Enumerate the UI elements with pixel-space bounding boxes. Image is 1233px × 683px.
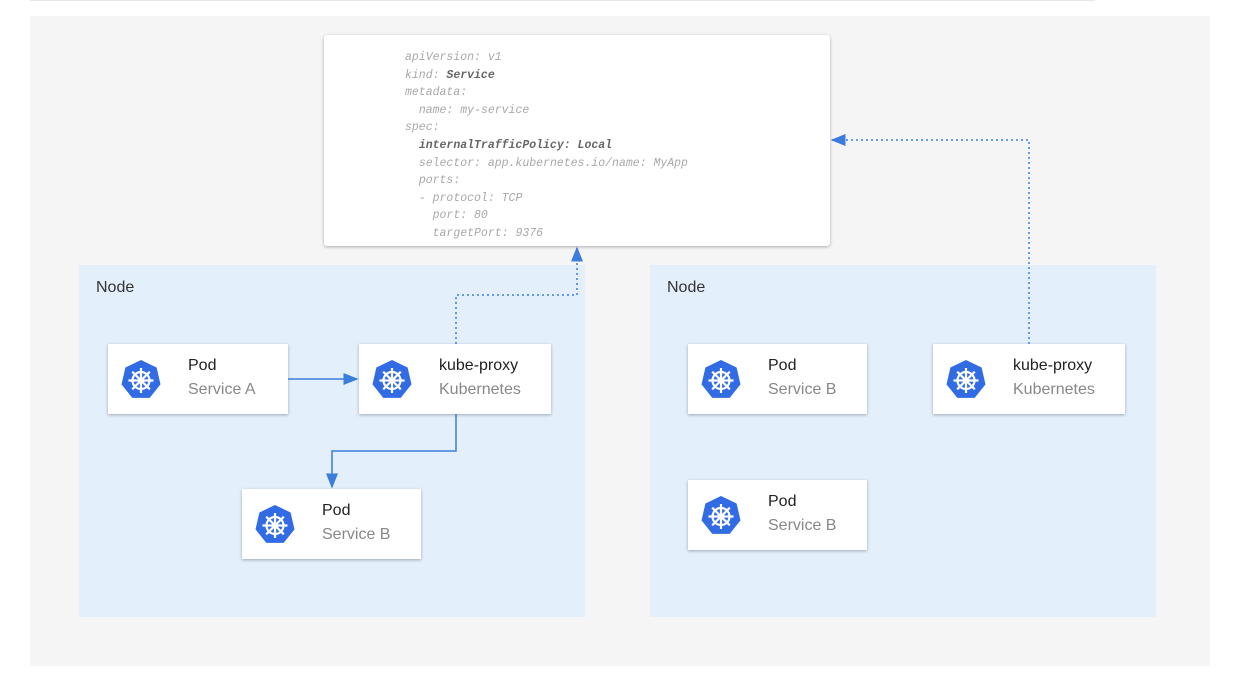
dotted-arrow-left-proxy-to-service	[455, 246, 583, 344]
card-subtitle: Service B	[768, 381, 837, 398]
kubernetes-icon	[372, 360, 412, 398]
yaml-line: targetPort: 9376	[432, 227, 544, 240]
yaml-line: internalTrafficPolicy: Local	[418, 139, 613, 152]
card-subtitle: Kubernetes	[439, 381, 521, 398]
card-title: Pod	[768, 493, 797, 510]
kubernetes-icon	[701, 360, 741, 398]
service-yaml-card: apiVersion: v1 kind: Service metadata: nam…	[324, 35, 830, 246]
yaml-line: apiVersion: v1	[405, 51, 502, 64]
arrow-kube-proxy-to-pod-b	[326, 414, 457, 489]
kubernetes-icon	[946, 360, 986, 398]
top-divider	[30, 0, 1095, 1]
kubernetes-icon	[121, 360, 161, 398]
yaml-line: name: my-service	[418, 103, 530, 117]
card-subtitle: Service B	[322, 526, 391, 543]
node-label: Node	[667, 279, 706, 296]
yaml-line: spec:	[405, 121, 440, 135]
yaml-line: - protocol: TCP	[418, 191, 523, 205]
yaml-line: kind: Service	[405, 68, 495, 82]
yaml-line: metadata:	[405, 86, 468, 100]
yaml-line: ports:	[418, 174, 461, 188]
dotted-arrow-right-proxy-to-service	[830, 134, 1030, 344]
card-title: Pod	[188, 357, 217, 374]
yaml-line: port: 80	[432, 209, 488, 223]
card-subtitle: Kubernetes	[1013, 381, 1095, 398]
yaml-line: selector: app.kubernetes.io/name: MyApp	[418, 156, 688, 170]
kubernetes-icon	[255, 505, 295, 543]
card-subtitle: Service A	[188, 381, 256, 398]
card-subtitle: Service B	[768, 517, 837, 534]
card-title: Pod	[768, 357, 797, 374]
kubernetes-icon	[701, 496, 741, 534]
card-title: Pod	[322, 502, 351, 519]
card-title: kube-proxy	[1013, 357, 1093, 374]
card-title: kube-proxy	[439, 357, 519, 374]
node-right: Node	[650, 265, 1156, 617]
node-label: Node	[96, 279, 135, 296]
